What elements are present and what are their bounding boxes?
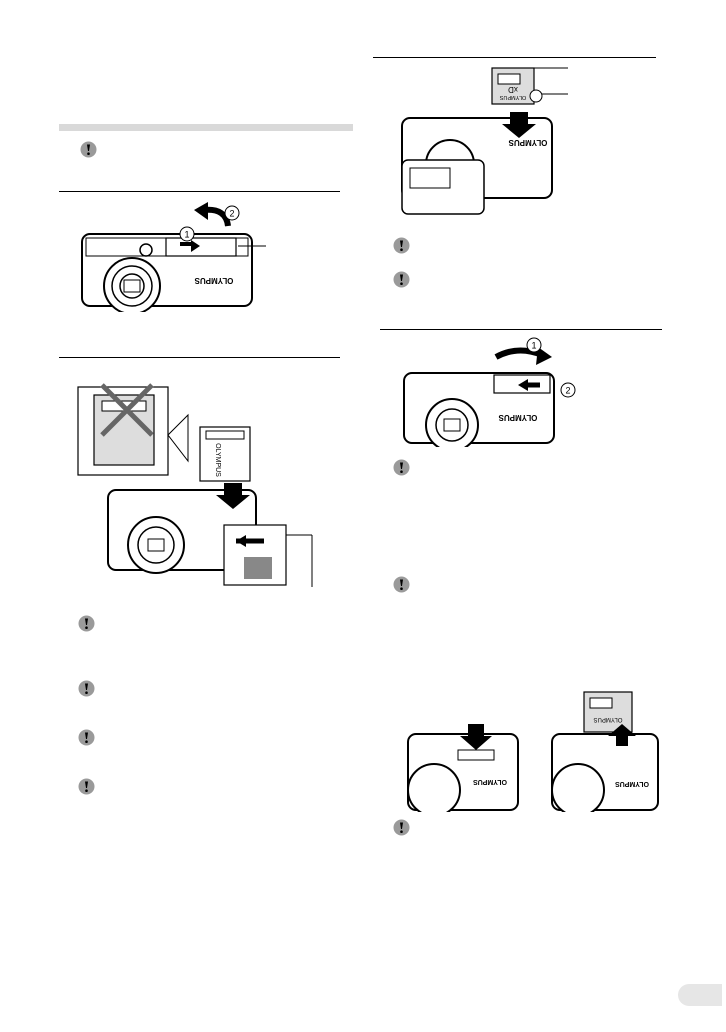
caution-icon (393, 459, 410, 476)
step-2-label: 2 (565, 386, 570, 396)
close-cover-illustration: OLYMPUS 1 2 (403, 337, 576, 447)
divider-card (373, 57, 656, 58)
page-number-tab (678, 984, 722, 1006)
divider-battery (59, 357, 340, 358)
divider-open-cover (59, 191, 340, 192)
section-heading-bar (59, 124, 353, 131)
caution-icon (393, 819, 410, 836)
card-brand-label: OLYMPUS (594, 716, 623, 722)
camera-brand-label: OLYMPUS (473, 778, 507, 785)
caution-icon (393, 271, 410, 288)
battery-brand-label: OLYMPUS (214, 443, 221, 477)
card-remove-illustration: OLYMPUS OLYMPUS (551, 691, 659, 812)
card-logo-label: xD (508, 85, 518, 94)
camera-brand-label: OLYMPUS (498, 413, 537, 422)
caution-icon (78, 680, 95, 697)
caution-icon (78, 778, 95, 795)
divider-close-cover (380, 329, 662, 330)
caution-icon (393, 576, 410, 593)
camera-brand-label: OLYMPUS (194, 276, 233, 285)
caution-icon (78, 729, 95, 746)
step-2-label: 2 (229, 209, 234, 219)
camera-brand-label: OLYMPUS (508, 138, 547, 147)
caution-icon (78, 615, 95, 632)
card-push-illustration: OLYMPUS (407, 724, 519, 812)
card-brand-label: OLYMPUS (499, 94, 526, 100)
caution-icon (393, 237, 410, 254)
open-cover-illustration: OLYMPUS 1 2 (81, 202, 266, 312)
card-insert-illustration: xD OLYMPUS OLYMPUS (401, 67, 568, 215)
camera-brand-label: OLYMPUS (615, 780, 649, 787)
step-1-label: 1 (531, 341, 536, 351)
caution-icon (80, 141, 97, 158)
step-1-label: 1 (184, 230, 189, 240)
battery-insert-illustration: OLYMPUS (77, 383, 313, 587)
